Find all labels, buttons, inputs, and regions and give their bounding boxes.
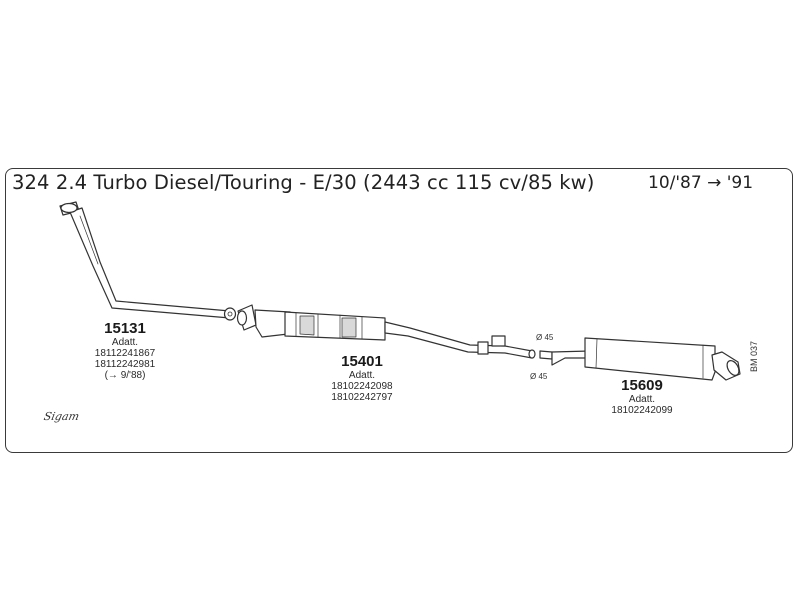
part-label-15401: 15401 Adatt. 18102242098 18102242797: [320, 353, 404, 403]
part-oem-number: 18102242797: [331, 392, 393, 403]
part-oem-number: 18112241867: [94, 348, 156, 359]
part-date-note: (→ 9/'88): [104, 370, 146, 381]
part-number: 15609: [621, 377, 663, 394]
part-oem-number: 18102242098: [331, 381, 393, 392]
diameter-label-lower: Ø 45: [530, 372, 548, 381]
part-number: 15131: [104, 320, 146, 337]
part-note: Adatt.: [628, 394, 656, 405]
intermediate-silencer-15401: [236, 304, 536, 359]
front-pipe-15131: [59, 201, 237, 321]
part-label-15131: 15131 Adatt. 18112241867 18112242981 (→ …: [86, 320, 164, 381]
reference-code: BM 037: [749, 340, 759, 372]
diagram-title: 324 2.4 Turbo Diesel/Touring - E/30 (244…: [12, 171, 595, 194]
part-oem-number: 18112242981: [94, 359, 156, 370]
part-number: 15401: [341, 353, 383, 370]
date-range: 10/'87 → '91: [648, 173, 754, 193]
part-note: Adatt.: [348, 370, 376, 381]
brand-logo: Sigam: [42, 410, 81, 423]
part-note: Adatt.: [111, 337, 139, 348]
diameter-label-upper: Ø 45: [536, 333, 554, 342]
part-oem-number: 18102242099: [611, 405, 673, 416]
rear-silencer-15609: [539, 337, 741, 381]
part-label-15609: 15609 Adatt. 18102242099: [600, 377, 684, 416]
